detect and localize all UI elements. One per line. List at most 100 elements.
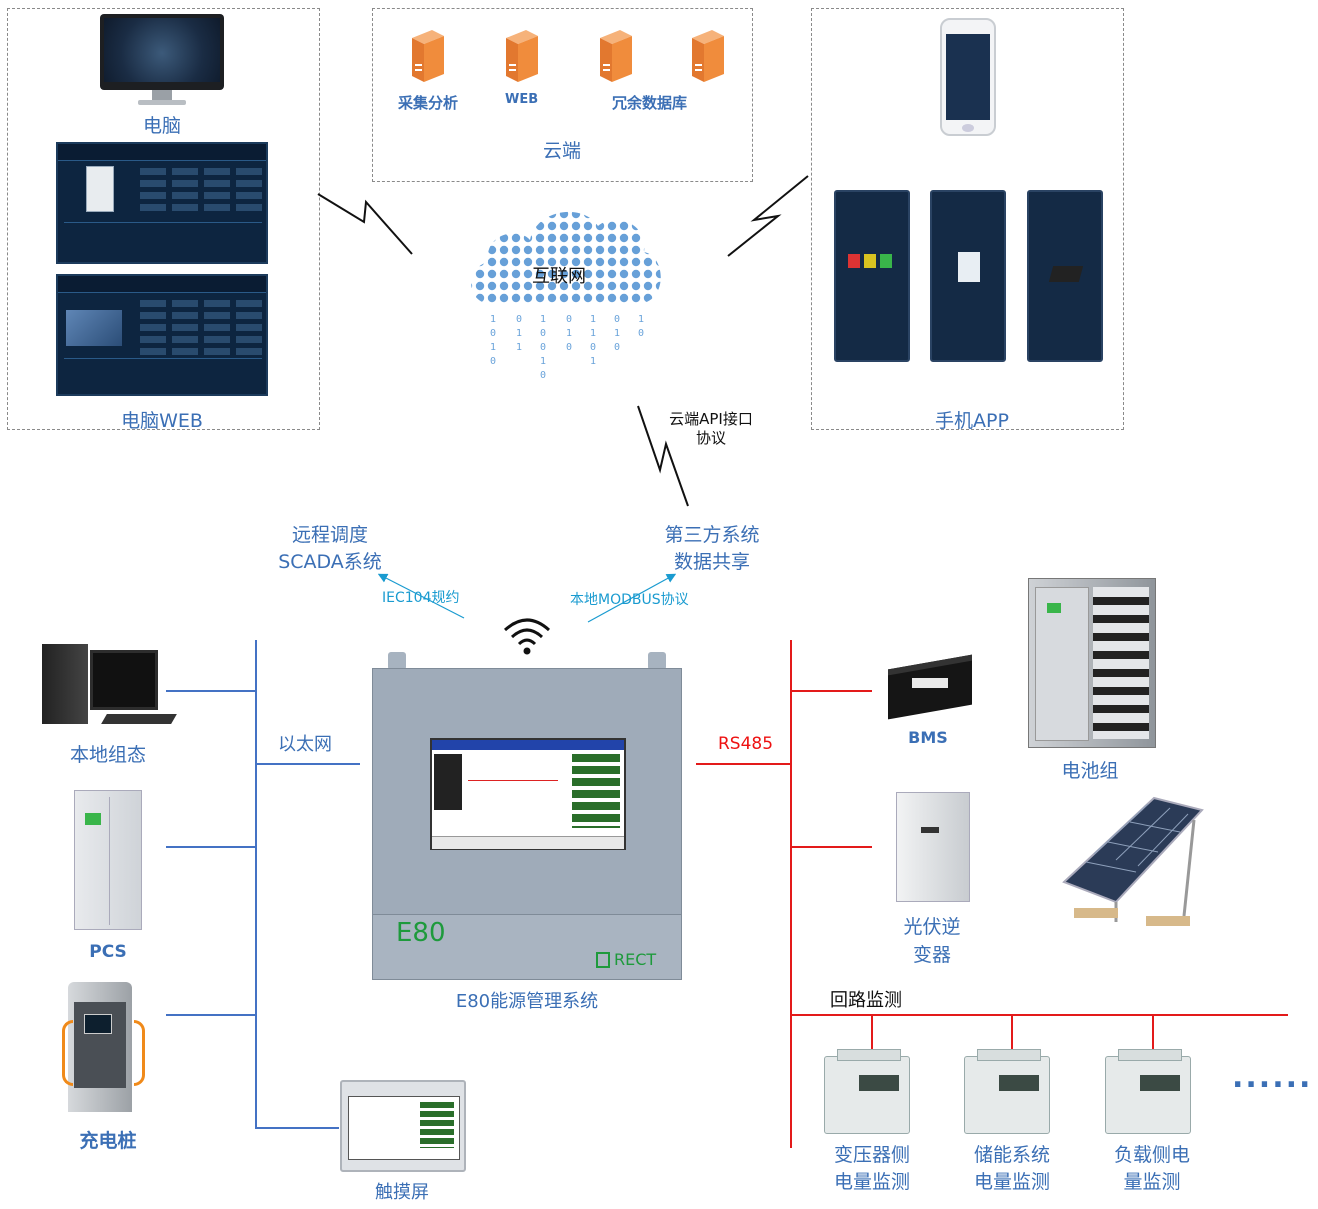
svg-text:1: 1 bbox=[540, 356, 546, 367]
svg-text:0: 0 bbox=[490, 356, 496, 367]
app-screenshot-1 bbox=[834, 190, 910, 362]
pc-label: 电脑 bbox=[142, 115, 181, 137]
ethernet-link-pcs bbox=[166, 846, 256, 848]
energy-meter-transformer bbox=[824, 1049, 910, 1134]
server-label-web: WEB bbox=[505, 92, 539, 107]
svg-text:1: 1 bbox=[566, 328, 572, 339]
battery-label: 电池组 bbox=[1061, 760, 1119, 782]
solar-panel-image bbox=[1062, 796, 1204, 926]
battery-rack-image bbox=[1028, 578, 1156, 748]
inverter-label-line2: 变器 bbox=[912, 944, 951, 966]
energy-meter-load bbox=[1105, 1049, 1191, 1134]
svg-text:0: 0 bbox=[540, 370, 546, 381]
pc-web-screenshot-1 bbox=[56, 142, 268, 264]
arrow-to-scada bbox=[377, 573, 465, 619]
meter-3-label-line2: 量监测 bbox=[1123, 1171, 1181, 1193]
svg-text:1: 1 bbox=[516, 342, 522, 353]
pc-section-box bbox=[7, 8, 320, 430]
modbus-protocol-label: 本地MODBUS协议 bbox=[570, 592, 689, 608]
svg-text:1: 1 bbox=[590, 356, 596, 367]
svg-text:1: 1 bbox=[540, 314, 546, 325]
svg-text:1: 1 bbox=[590, 328, 596, 339]
third-party-label-line2: 数据共享 bbox=[673, 551, 750, 573]
svg-text:0: 0 bbox=[614, 342, 620, 353]
touchscreen-image bbox=[340, 1080, 466, 1172]
workstation-label: 本地组态 bbox=[69, 744, 146, 766]
pcs-cabinet-image bbox=[74, 790, 142, 930]
loop-drop-2 bbox=[1011, 1014, 1013, 1058]
e80-caption: E80能源管理系统 bbox=[455, 991, 599, 1012]
wifi-icon bbox=[503, 618, 551, 655]
third-party-label-line1: 第三方系统 bbox=[664, 524, 760, 546]
ethernet-bus-vertical bbox=[255, 640, 257, 1128]
app-screenshot-3 bbox=[1027, 190, 1103, 362]
charger-label: 充电桩 bbox=[79, 1130, 137, 1152]
inverter-label-line1: 光伏逆 bbox=[903, 916, 961, 938]
server-label-database: 冗余数据库 bbox=[612, 94, 688, 112]
svg-text:1: 1 bbox=[490, 314, 496, 325]
ethernet-link-workstation bbox=[166, 690, 256, 692]
pcs-label: PCS bbox=[89, 942, 127, 962]
loop-drop-3 bbox=[1152, 1014, 1154, 1058]
iec104-protocol-label: IEC104规约 bbox=[382, 590, 460, 606]
svg-text:0: 0 bbox=[566, 342, 572, 353]
desktop-monitor-image bbox=[100, 14, 224, 106]
meter-2-label-line2: 电量监测 bbox=[973, 1171, 1050, 1193]
remote-scada-label-line2: SCADA系统 bbox=[278, 551, 382, 573]
loop-monitor-bus bbox=[790, 1014, 1288, 1016]
ethernet-link-charger bbox=[166, 1014, 256, 1016]
cloud-title: 云端 bbox=[542, 140, 581, 162]
e80-panel-text: E80 bbox=[396, 918, 446, 948]
meter-1-label-line2: 电量监测 bbox=[833, 1171, 910, 1193]
meter-2-label-line1: 储能系统 bbox=[973, 1144, 1050, 1166]
e80-screen bbox=[430, 738, 626, 850]
e80-device: E80 RECT bbox=[372, 652, 682, 980]
server-icon bbox=[692, 30, 724, 82]
more-meters-ellipsis: ...... bbox=[1232, 1060, 1313, 1095]
loop-drop-1 bbox=[871, 1014, 873, 1058]
server-label-analysis: 采集分析 bbox=[398, 94, 459, 112]
svg-text:0: 0 bbox=[490, 328, 496, 339]
ethernet-link-e80 bbox=[255, 763, 360, 765]
pc-web-label: 电脑WEB bbox=[121, 410, 203, 432]
workstation-image bbox=[40, 640, 180, 732]
pc-web-screenshot-2 bbox=[56, 274, 268, 396]
ethernet-label: 以太网 bbox=[278, 734, 332, 755]
charging-pile-image bbox=[62, 980, 152, 1116]
rs485-bus-vertical bbox=[790, 640, 792, 1148]
rs485-link-inverter bbox=[790, 846, 872, 848]
svg-text:0: 0 bbox=[638, 328, 644, 339]
server-icon bbox=[600, 30, 632, 82]
svg-text:1: 1 bbox=[516, 328, 522, 339]
remote-scada-label-line1: 远程调度 bbox=[291, 524, 368, 546]
rect-logo-icon bbox=[596, 951, 610, 968]
bms-module-image bbox=[882, 652, 978, 722]
wireless-link-api bbox=[637, 405, 689, 507]
pv-inverter-image bbox=[896, 792, 970, 902]
mobile-section-box bbox=[811, 8, 1124, 430]
mobile-app-label: 手机APP bbox=[935, 410, 1009, 432]
rs485-label: RS485 bbox=[718, 734, 774, 754]
energy-meter-storage bbox=[964, 1049, 1050, 1134]
svg-text:0: 0 bbox=[614, 314, 620, 325]
wireless-link-left bbox=[317, 193, 413, 255]
svg-text:0: 0 bbox=[540, 328, 546, 339]
svg-text:0: 0 bbox=[566, 314, 572, 325]
svg-text:1: 1 bbox=[638, 314, 644, 325]
loop-monitor-title: 回路监测 bbox=[830, 990, 902, 1011]
svg-text:0: 0 bbox=[590, 342, 596, 353]
rect-logo: RECT bbox=[596, 950, 656, 969]
svg-text:0: 0 bbox=[540, 342, 546, 353]
cloud-section-box bbox=[372, 8, 753, 182]
ethernet-link-touchscreen bbox=[255, 1127, 339, 1129]
api-protocol-label: 云端API接口 协议 bbox=[669, 410, 753, 447]
bms-label: BMS bbox=[908, 728, 948, 747]
wireless-link-right bbox=[727, 175, 809, 257]
arrow-to-third-party bbox=[587, 573, 677, 623]
svg-text:1: 1 bbox=[590, 314, 596, 325]
meter-1-label-line1: 变压器侧 bbox=[833, 1144, 910, 1166]
svg-text:1: 1 bbox=[490, 342, 496, 353]
svg-text:0: 0 bbox=[516, 314, 522, 325]
server-icon bbox=[412, 30, 444, 82]
